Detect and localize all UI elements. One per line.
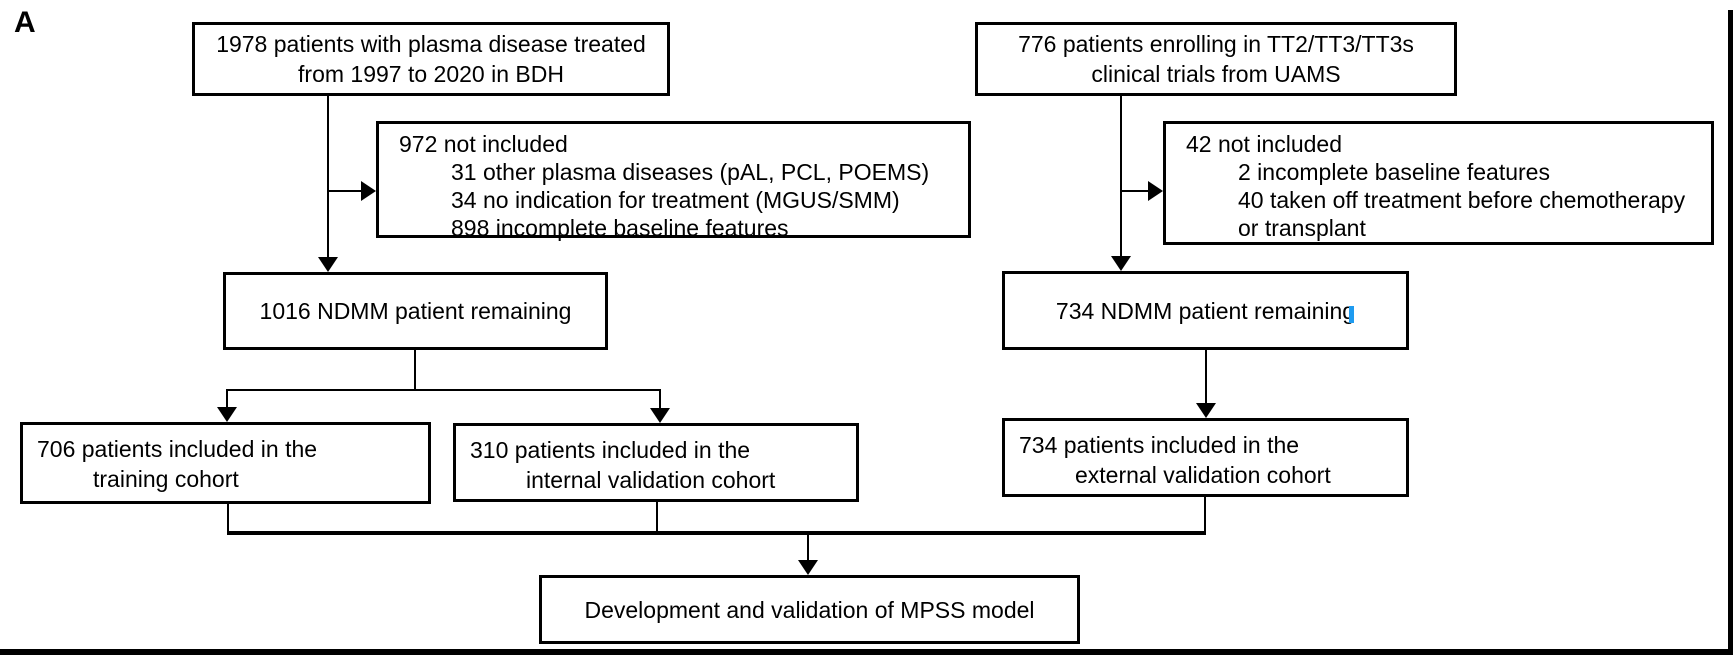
ndmm-uams-box: 734 NDMM patient remaining xyxy=(1002,271,1409,350)
external-validation-line1: 734 patients included in the xyxy=(1019,432,1300,458)
excluded-uams-item: or transplant xyxy=(1238,215,1366,241)
arrowhead-into-external xyxy=(1196,403,1216,418)
uams-cohort-line2: clinical trials from UAMS xyxy=(1091,61,1341,87)
arrowhead-into-ndmm-bdh xyxy=(318,257,338,272)
connector-bdh-excluded xyxy=(327,190,362,192)
connector-split-horizontal xyxy=(226,389,661,391)
arrowhead-into-excluded-bdh xyxy=(361,181,376,201)
panel-label: A xyxy=(14,6,37,39)
training-cohort-box: 706 patients included in the training co… xyxy=(20,422,431,504)
ndmm-bdh-text: 1016 NDMM patient remaining xyxy=(259,298,572,324)
connector-ndmm-uams-down xyxy=(1205,350,1207,404)
figure-right-border xyxy=(1728,10,1733,655)
excluded-uams-header: 42 not included xyxy=(1186,131,1343,157)
ndmm-uams-text: 734 NDMM patient remaining xyxy=(1055,297,1356,324)
internal-validation-line2: internal validation cohort xyxy=(526,467,776,493)
connector-split-right-down xyxy=(659,389,661,409)
internal-validation-box: 310 patients included in the internal va… xyxy=(453,423,859,502)
mpss-model-box: Development and validation of MPSS model xyxy=(539,575,1080,644)
excluded-bdh-header: 972 not included xyxy=(399,131,568,157)
connector-training-down xyxy=(227,504,229,534)
arrowhead-into-internal xyxy=(650,408,670,423)
connector-external-down xyxy=(1204,497,1206,534)
external-validation-box: 734 patients included in the external va… xyxy=(1002,418,1409,497)
internal-validation-line1: 310 patients included in the xyxy=(470,437,751,463)
bdh-cohort-box: 1978 patients with plasma disease treate… xyxy=(192,22,670,96)
uams-cohort-box: 776 patients enrolling in TT2/TT3/TT3s c… xyxy=(975,22,1457,96)
excluded-uams-item: 40 taken off treatment before chemothera… xyxy=(1238,187,1686,213)
excluded-bdh-item: 31 other plasma diseases (pAL, PCL, POEM… xyxy=(451,159,930,185)
bdh-cohort-line1: 1978 patients with plasma disease treate… xyxy=(216,31,646,57)
arrowhead-into-ndmm-uams xyxy=(1111,256,1131,271)
arrowhead-into-training xyxy=(217,407,237,422)
training-cohort-line2: training cohort xyxy=(93,466,239,492)
connector-ndmm-bdh-down xyxy=(414,350,416,390)
excluded-uams-box: 42 not included 2 incomplete baseline fe… xyxy=(1163,121,1714,245)
mpss-model-text: Development and validation of MPSS model xyxy=(584,596,1035,623)
external-validation-line2: external validation cohort xyxy=(1075,462,1331,488)
connector-uams-excluded xyxy=(1120,190,1148,192)
training-cohort-line1: 706 patients included in the xyxy=(37,436,318,462)
connector-collector-horizontal xyxy=(227,531,1206,535)
bdh-cohort-line2: from 1997 to 2020 in BDH xyxy=(298,61,564,87)
connector-split-left-down xyxy=(226,389,228,409)
excluded-bdh-item: 898 incomplete baseline features xyxy=(451,215,789,241)
ndmm-bdh-box: 1016 NDMM patient remaining xyxy=(223,272,608,350)
connector-uams-down xyxy=(1120,96,1122,258)
connector-internal-down xyxy=(656,502,658,534)
arrowhead-into-mpss xyxy=(798,560,818,575)
excluded-bdh-box: 972 not included 31 other plasma disease… xyxy=(376,121,971,241)
arrowhead-into-excluded-uams xyxy=(1148,181,1163,201)
excluded-bdh-item: 34 no indication for treatment (MGUS/SMM… xyxy=(451,187,900,213)
excluded-uams-item: 2 incomplete baseline features xyxy=(1238,159,1550,185)
uams-cohort-line1: 776 patients enrolling in TT2/TT3/TT3s xyxy=(1018,31,1414,57)
text-cursor-artifact xyxy=(1349,306,1354,323)
connector-collector-down xyxy=(807,535,809,562)
figure-bottom-border xyxy=(0,649,1733,655)
connector-bdh-down xyxy=(327,96,329,259)
